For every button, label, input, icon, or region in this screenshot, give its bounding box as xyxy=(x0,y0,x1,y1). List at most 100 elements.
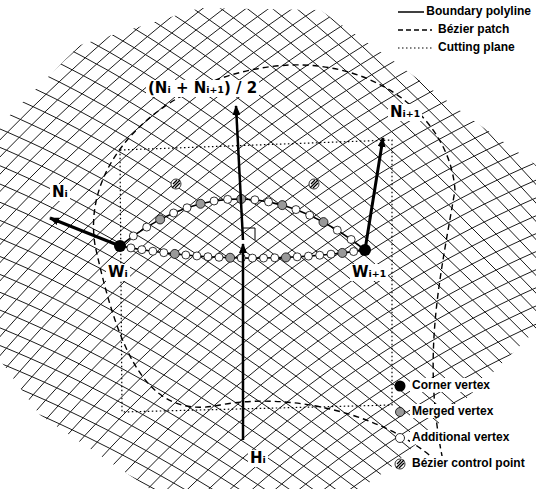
additional-vertex xyxy=(347,235,355,243)
mesh-line xyxy=(0,346,461,489)
mesh-line xyxy=(26,0,536,489)
mesh-line xyxy=(242,424,536,489)
legend-text: Bézier control point xyxy=(410,456,527,470)
mesh-line xyxy=(0,105,536,489)
legend-text: Merged vertex xyxy=(410,404,495,418)
mesh-line xyxy=(0,19,536,489)
mesh-line xyxy=(0,0,379,489)
legend-text: Additional vertex xyxy=(410,430,511,444)
mesh-line xyxy=(0,0,427,489)
bezier-patch xyxy=(94,65,455,470)
mesh-line xyxy=(341,0,536,489)
merged-vertex xyxy=(281,253,290,262)
additional-vertex xyxy=(316,251,324,259)
additional-vertex xyxy=(129,232,137,240)
mesh-line xyxy=(94,236,536,489)
vector-label: Nᵢ xyxy=(50,184,70,201)
additional-vertex xyxy=(306,211,314,219)
mesh-line xyxy=(0,181,536,489)
mesh-line xyxy=(0,0,399,489)
legend-dot xyxy=(396,434,405,443)
merged-vertex xyxy=(319,218,328,227)
mesh-line xyxy=(12,0,536,489)
additional-vertex xyxy=(138,246,146,254)
merged-vertex xyxy=(278,201,287,210)
vector-label: Hᵢ xyxy=(248,450,268,467)
legend-dot xyxy=(396,408,405,417)
mesh-line xyxy=(0,55,536,489)
mesh-line xyxy=(0,5,536,489)
legend-text: Cutting plane xyxy=(436,40,517,54)
additional-vertex xyxy=(271,254,279,262)
mesh-line xyxy=(312,0,536,489)
additional-vertex xyxy=(265,198,273,206)
merged-vertex xyxy=(170,249,179,258)
mesh-line xyxy=(40,0,536,489)
mesh-line xyxy=(0,135,536,489)
additional-vertex xyxy=(215,253,223,261)
legend-text: Bézier patch xyxy=(436,22,511,36)
mesh-line xyxy=(256,442,536,489)
additional-vertex xyxy=(127,244,135,252)
mesh-line xyxy=(0,61,536,489)
additional-vertex xyxy=(193,252,201,260)
additional-vertex xyxy=(260,254,268,262)
legend-dot xyxy=(395,459,405,469)
right-angle-mark xyxy=(243,228,255,240)
normal-arrow xyxy=(365,138,383,250)
cutting-plane xyxy=(120,140,392,412)
mesh-line xyxy=(133,285,536,489)
control-point xyxy=(309,179,319,189)
mesh-line xyxy=(283,0,536,489)
mesh-line xyxy=(0,69,536,489)
additional-vertex xyxy=(204,253,212,261)
mesh-line xyxy=(0,33,536,489)
mesh-line xyxy=(187,353,536,489)
mesh-line xyxy=(225,0,536,489)
merged-vertex xyxy=(156,215,165,224)
mesh-line xyxy=(111,0,536,489)
additional-vertex xyxy=(350,248,358,256)
mesh-line xyxy=(0,453,400,489)
legend-line xyxy=(398,47,432,48)
additional-vertex xyxy=(170,209,178,217)
vertex-label: Wᵢ₊₁ xyxy=(350,264,388,281)
mesh-line xyxy=(0,381,440,489)
h-arrow xyxy=(242,244,245,440)
mesh-line xyxy=(254,0,536,489)
mesh-line xyxy=(139,0,536,489)
mesh-line xyxy=(107,252,536,489)
additional-vertex xyxy=(143,223,151,231)
additional-vertex xyxy=(333,226,341,234)
mean-normal-arrow xyxy=(236,106,243,240)
mesh-line xyxy=(0,47,536,489)
mesh-line xyxy=(82,0,536,489)
additional-vertex xyxy=(292,206,300,214)
additional-vertex xyxy=(304,252,312,260)
merged-vertex xyxy=(196,199,205,208)
mesh-line xyxy=(0,0,437,489)
vector-label: Nᵢ₊₁ xyxy=(388,104,422,121)
mesh-line xyxy=(0,0,476,489)
mesh-line xyxy=(228,406,536,489)
control-point xyxy=(171,179,181,189)
merged-vertex xyxy=(338,248,347,257)
additional-vertex xyxy=(327,250,335,258)
mesh-line xyxy=(211,0,536,489)
mesh-line xyxy=(298,0,536,489)
additional-vertex xyxy=(182,251,190,259)
mesh-line xyxy=(0,41,536,489)
mesh-line xyxy=(0,112,536,489)
mesh-line xyxy=(0,90,536,489)
mesh-line xyxy=(0,0,370,489)
mesh-line xyxy=(96,0,536,489)
mesh-line xyxy=(174,336,536,489)
mesh-line xyxy=(153,0,536,489)
